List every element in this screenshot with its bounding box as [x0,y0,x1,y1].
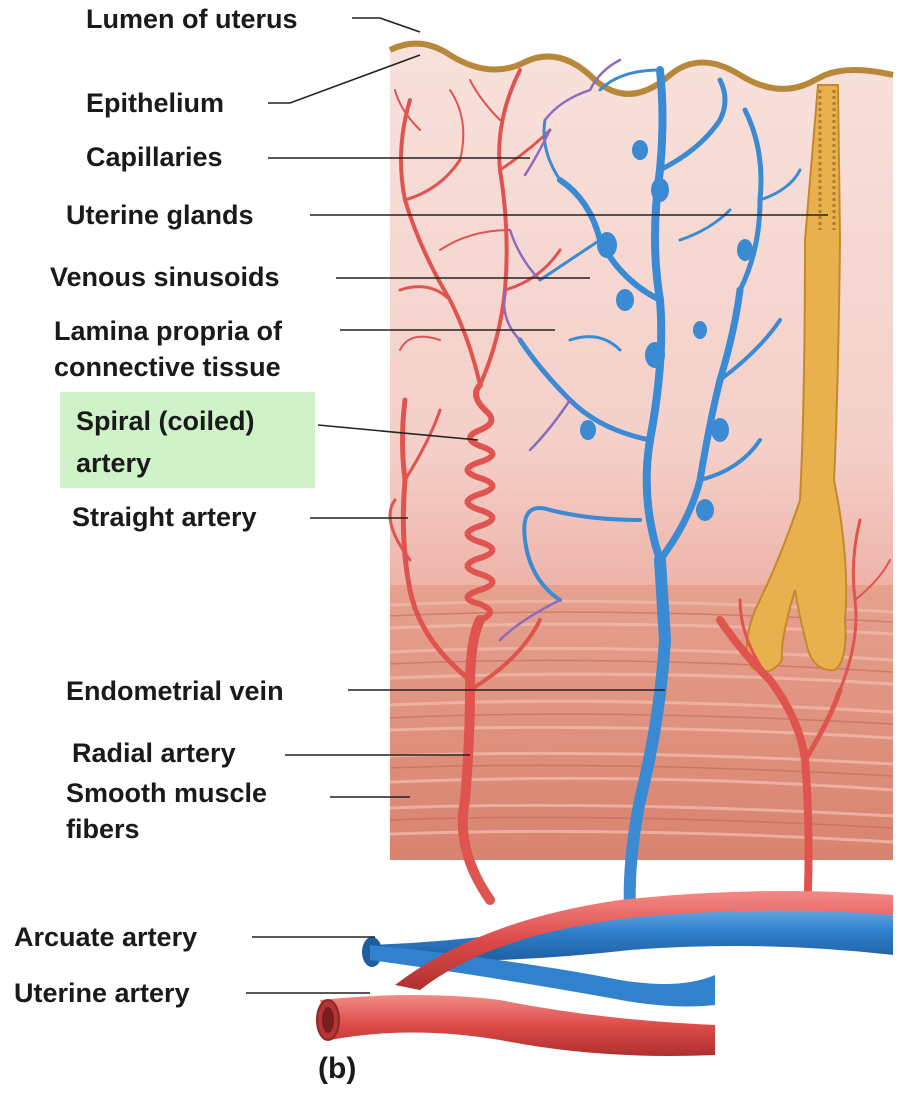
label-radial-artery: Radial artery [72,736,236,770]
label-lamina-propria-line2: connective tissue [54,350,281,384]
arcuate-vessels [317,891,893,1056]
label-smooth-muscle-line1: Smooth muscle [66,776,267,810]
label-endometrial-vein: Endometrial vein [66,674,284,708]
label-lumen-of-uterus: Lumen of uterus [86,2,298,36]
label-uterine-glands: Uterine glands [66,198,254,232]
label-capillaries: Capillaries [86,140,223,174]
label-spiral-artery-line2: artery [76,446,151,480]
label-epithelium: Epithelium [86,86,224,120]
label-lamina-propria-line1: Lamina propria of [54,314,282,348]
label-spiral-artery-line1: Spiral (coiled) [76,404,255,438]
label-venous-sinusoids: Venous sinusoids [50,260,280,294]
label-arcuate-artery: Arcuate artery [14,920,197,954]
label-straight-artery: Straight artery [72,500,257,534]
label-smooth-muscle-line2: fibers [66,812,140,846]
panel-label: (b) [318,1052,356,1086]
label-uterine-artery: Uterine artery [14,976,190,1010]
